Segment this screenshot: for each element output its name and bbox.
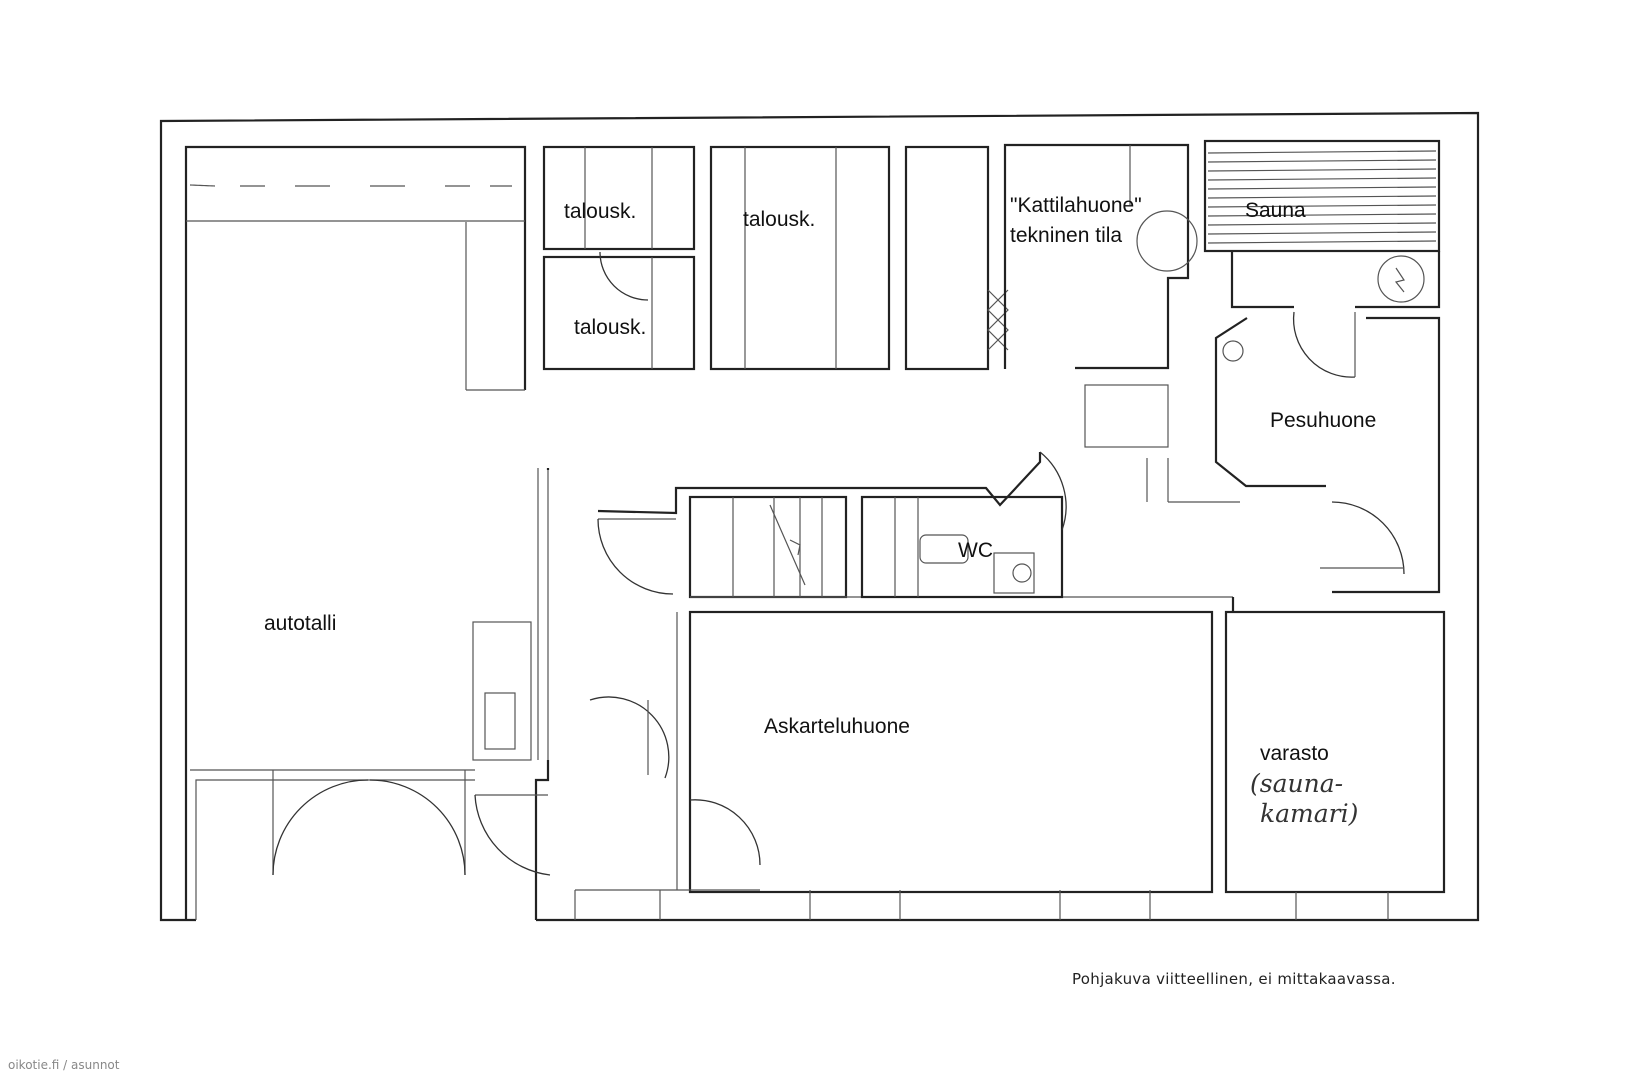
hobby-room	[676, 610, 1214, 894]
windows	[574, 890, 1389, 920]
label-varasto-note-1: (sauna-	[1250, 769, 1343, 798]
label-talousk-1: talousk.	[564, 200, 636, 223]
outer-walls	[159, 111, 1480, 922]
label-varasto: varasto	[1260, 742, 1329, 765]
label-sauna: Sauna	[1245, 199, 1306, 222]
boiler-room	[1003, 143, 1198, 448]
label-tekninen-tila: tekninen tila	[1010, 224, 1122, 247]
label-kattilahuone: "Kattilahuone"	[1010, 194, 1142, 217]
varasto-room	[1224, 610, 1446, 894]
label-pesuhuone: Pesuhuone	[1270, 409, 1376, 432]
label-talousk-3: talousk.	[574, 316, 646, 339]
label-varasto-note-2: kamari)	[1260, 799, 1358, 828]
wc-room	[860, 451, 1067, 599]
storage-rooms	[542, 145, 1009, 371]
toilet-icon	[919, 534, 969, 564]
label-wc: WC	[958, 539, 993, 562]
plan-caption: Pohjakuva viitteellinen, ei mittakaavass…	[1072, 970, 1396, 988]
label-autotalli: autotalli	[264, 612, 336, 635]
corridor-stairs	[546, 452, 1235, 612]
source-watermark: oikotie.fi / asunnot	[8, 1058, 120, 1072]
washroom	[1146, 316, 1441, 594]
sauna-benches	[1207, 150, 1437, 244]
garage-walls	[184, 145, 549, 920]
sauna-stove-icon	[1377, 255, 1425, 303]
sauna	[1203, 139, 1441, 378]
sink-icon	[993, 552, 1035, 594]
entrance	[474, 696, 761, 920]
label-askarteluhuone: Askarteluhuone	[764, 715, 910, 738]
shower-icon	[1222, 340, 1244, 362]
label-talousk-2: talousk.	[743, 208, 815, 231]
